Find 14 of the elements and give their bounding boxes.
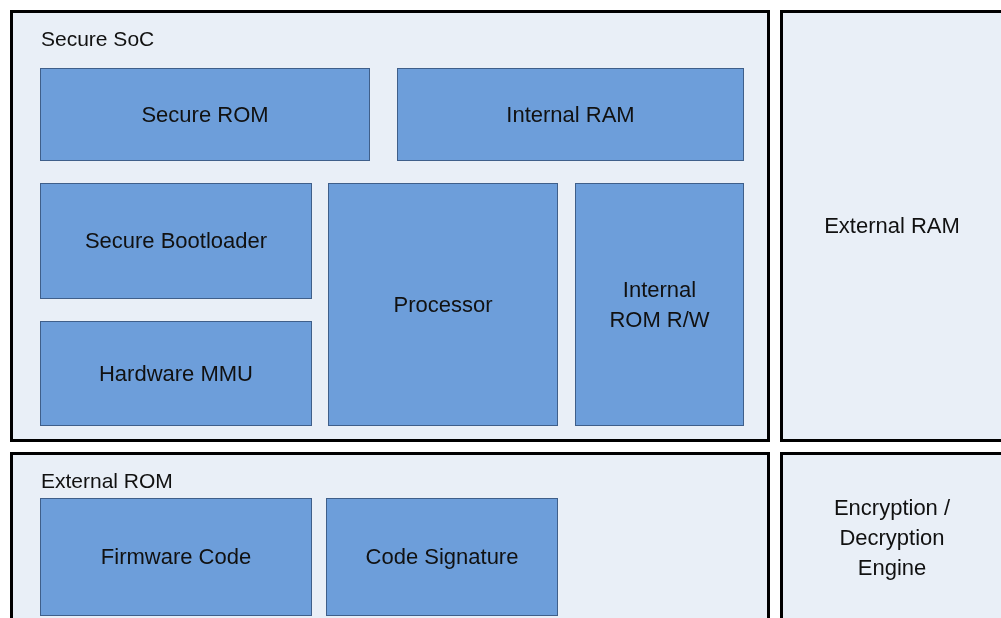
component-block: Hardware MMU	[40, 321, 312, 426]
component-block: Code Signature	[326, 498, 558, 616]
component-block: Firmware Code	[40, 498, 312, 616]
component-block: Processor	[328, 183, 558, 426]
component-block: Internal ROM R/W	[575, 183, 744, 426]
container-box	[10, 10, 770, 442]
component-block: Internal RAM	[397, 68, 744, 161]
group-title: External ROM	[41, 469, 173, 493]
component-panel: External RAM	[780, 10, 1001, 442]
container-box	[10, 452, 770, 618]
component-block: Secure Bootloader	[40, 183, 312, 299]
component-block: Secure ROM	[40, 68, 370, 161]
group-title: Secure SoC	[41, 27, 155, 51]
component-panel: Encryption / Decryption Engine	[780, 452, 1001, 618]
